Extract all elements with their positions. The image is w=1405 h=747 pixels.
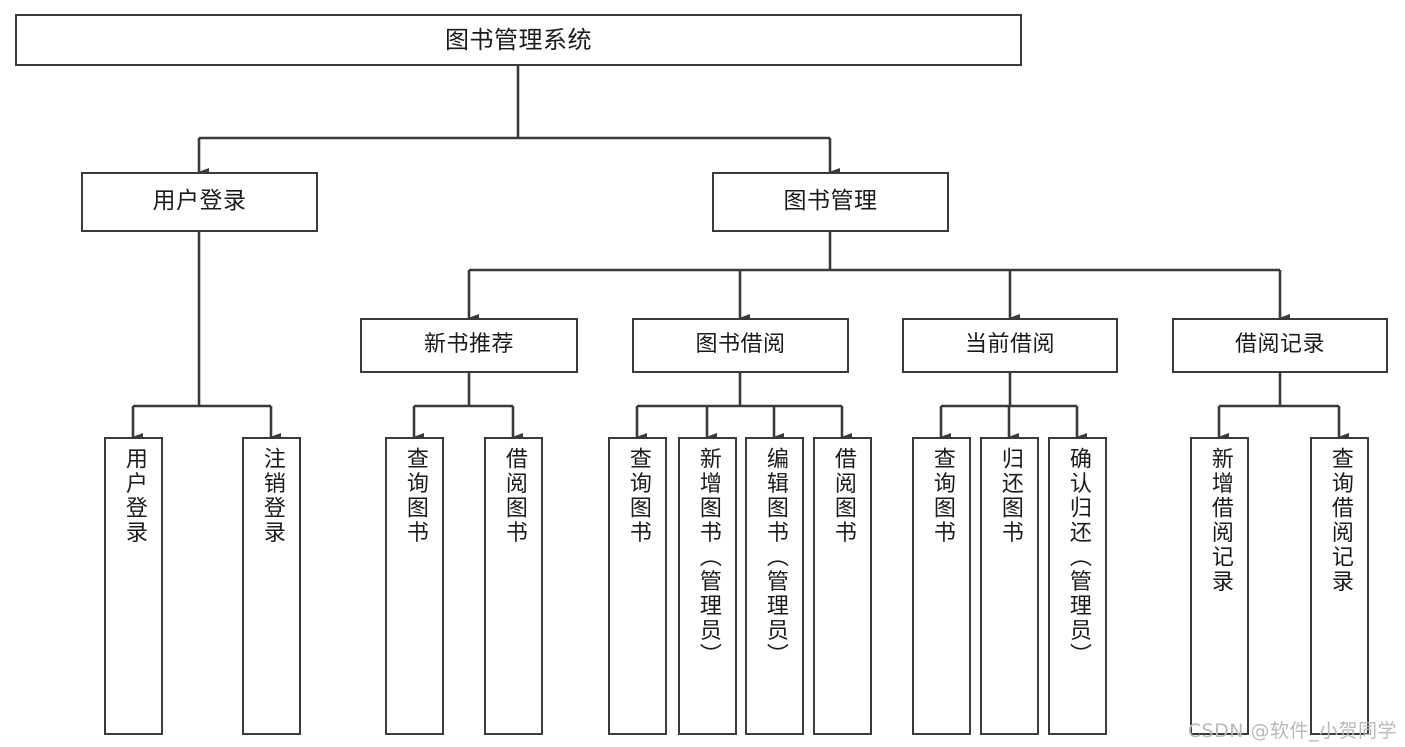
leaf-current-return-book[interactable]: 归还图书 — [980, 437, 1039, 735]
node-label: 新书推荐 — [423, 332, 514, 358]
leaf-record-add-borrow-record[interactable]: 新增借阅记录 — [1190, 437, 1249, 735]
node-label: 新增借阅记录 — [1207, 447, 1233, 594]
node-borrowing-record[interactable]: 借阅记录 — [1172, 318, 1388, 373]
node-label: 图书管理系统 — [445, 25, 592, 54]
leaf-current-query-book[interactable]: 查询图书 — [912, 437, 971, 735]
node-label: 新增图书（管理员） — [695, 447, 721, 668]
node-label: 当前借阅 — [964, 332, 1055, 358]
watermark-text: CSDN @软件_小贺同学 — [1187, 720, 1397, 742]
leaf-recommend-borrow-book[interactable]: 借阅图书 — [484, 437, 543, 735]
node-label: 图书管理 — [783, 188, 878, 215]
node-label: 借阅图书 — [830, 447, 856, 545]
leaf-borrow-borrow-book[interactable]: 借阅图书 — [813, 437, 872, 735]
node-label: 用户登录 — [121, 447, 147, 545]
node-book-management[interactable]: 图书管理 — [712, 172, 949, 232]
node-label: 查询借阅记录 — [1327, 447, 1353, 594]
leaf-borrow-query-book[interactable]: 查询图书 — [608, 437, 667, 735]
node-current-borrowing[interactable]: 当前借阅 — [902, 318, 1118, 373]
node-label: 查询图书 — [625, 447, 651, 545]
node-label: 图书借阅 — [695, 332, 786, 358]
node-label: 归还图书 — [997, 447, 1023, 545]
node-new-book-recommendation[interactable]: 新书推荐 — [360, 318, 578, 373]
leaf-record-query-borrow-record[interactable]: 查询借阅记录 — [1310, 437, 1369, 735]
node-label: 用户登录 — [152, 188, 247, 215]
node-book-borrowing[interactable]: 图书借阅 — [632, 318, 849, 373]
node-label: 查询图书 — [929, 447, 955, 545]
node-label: 确认归还（管理员） — [1065, 447, 1091, 668]
leaf-recommend-query-book[interactable]: 查询图书 — [385, 437, 444, 735]
node-label: 借阅图书 — [501, 447, 527, 545]
node-label: 借阅记录 — [1234, 332, 1325, 358]
leaf-borrow-add-book-admin[interactable]: 新增图书（管理员） — [678, 437, 737, 735]
node-book-management-system[interactable]: 图书管理系统 — [15, 14, 1022, 66]
node-user-login[interactable]: 用户登录 — [81, 172, 318, 232]
leaf-current-confirm-return-admin[interactable]: 确认归还（管理员） — [1048, 437, 1107, 735]
leaf-user-login[interactable]: 用户登录 — [104, 437, 163, 735]
node-label: 查询图书 — [402, 447, 428, 545]
leaf-borrow-edit-book-admin[interactable]: 编辑图书（管理员） — [745, 437, 804, 735]
node-label: 注销登录 — [259, 447, 285, 545]
leaf-user-logout[interactable]: 注销登录 — [242, 437, 301, 735]
node-label: 编辑图书（管理员） — [762, 447, 788, 668]
